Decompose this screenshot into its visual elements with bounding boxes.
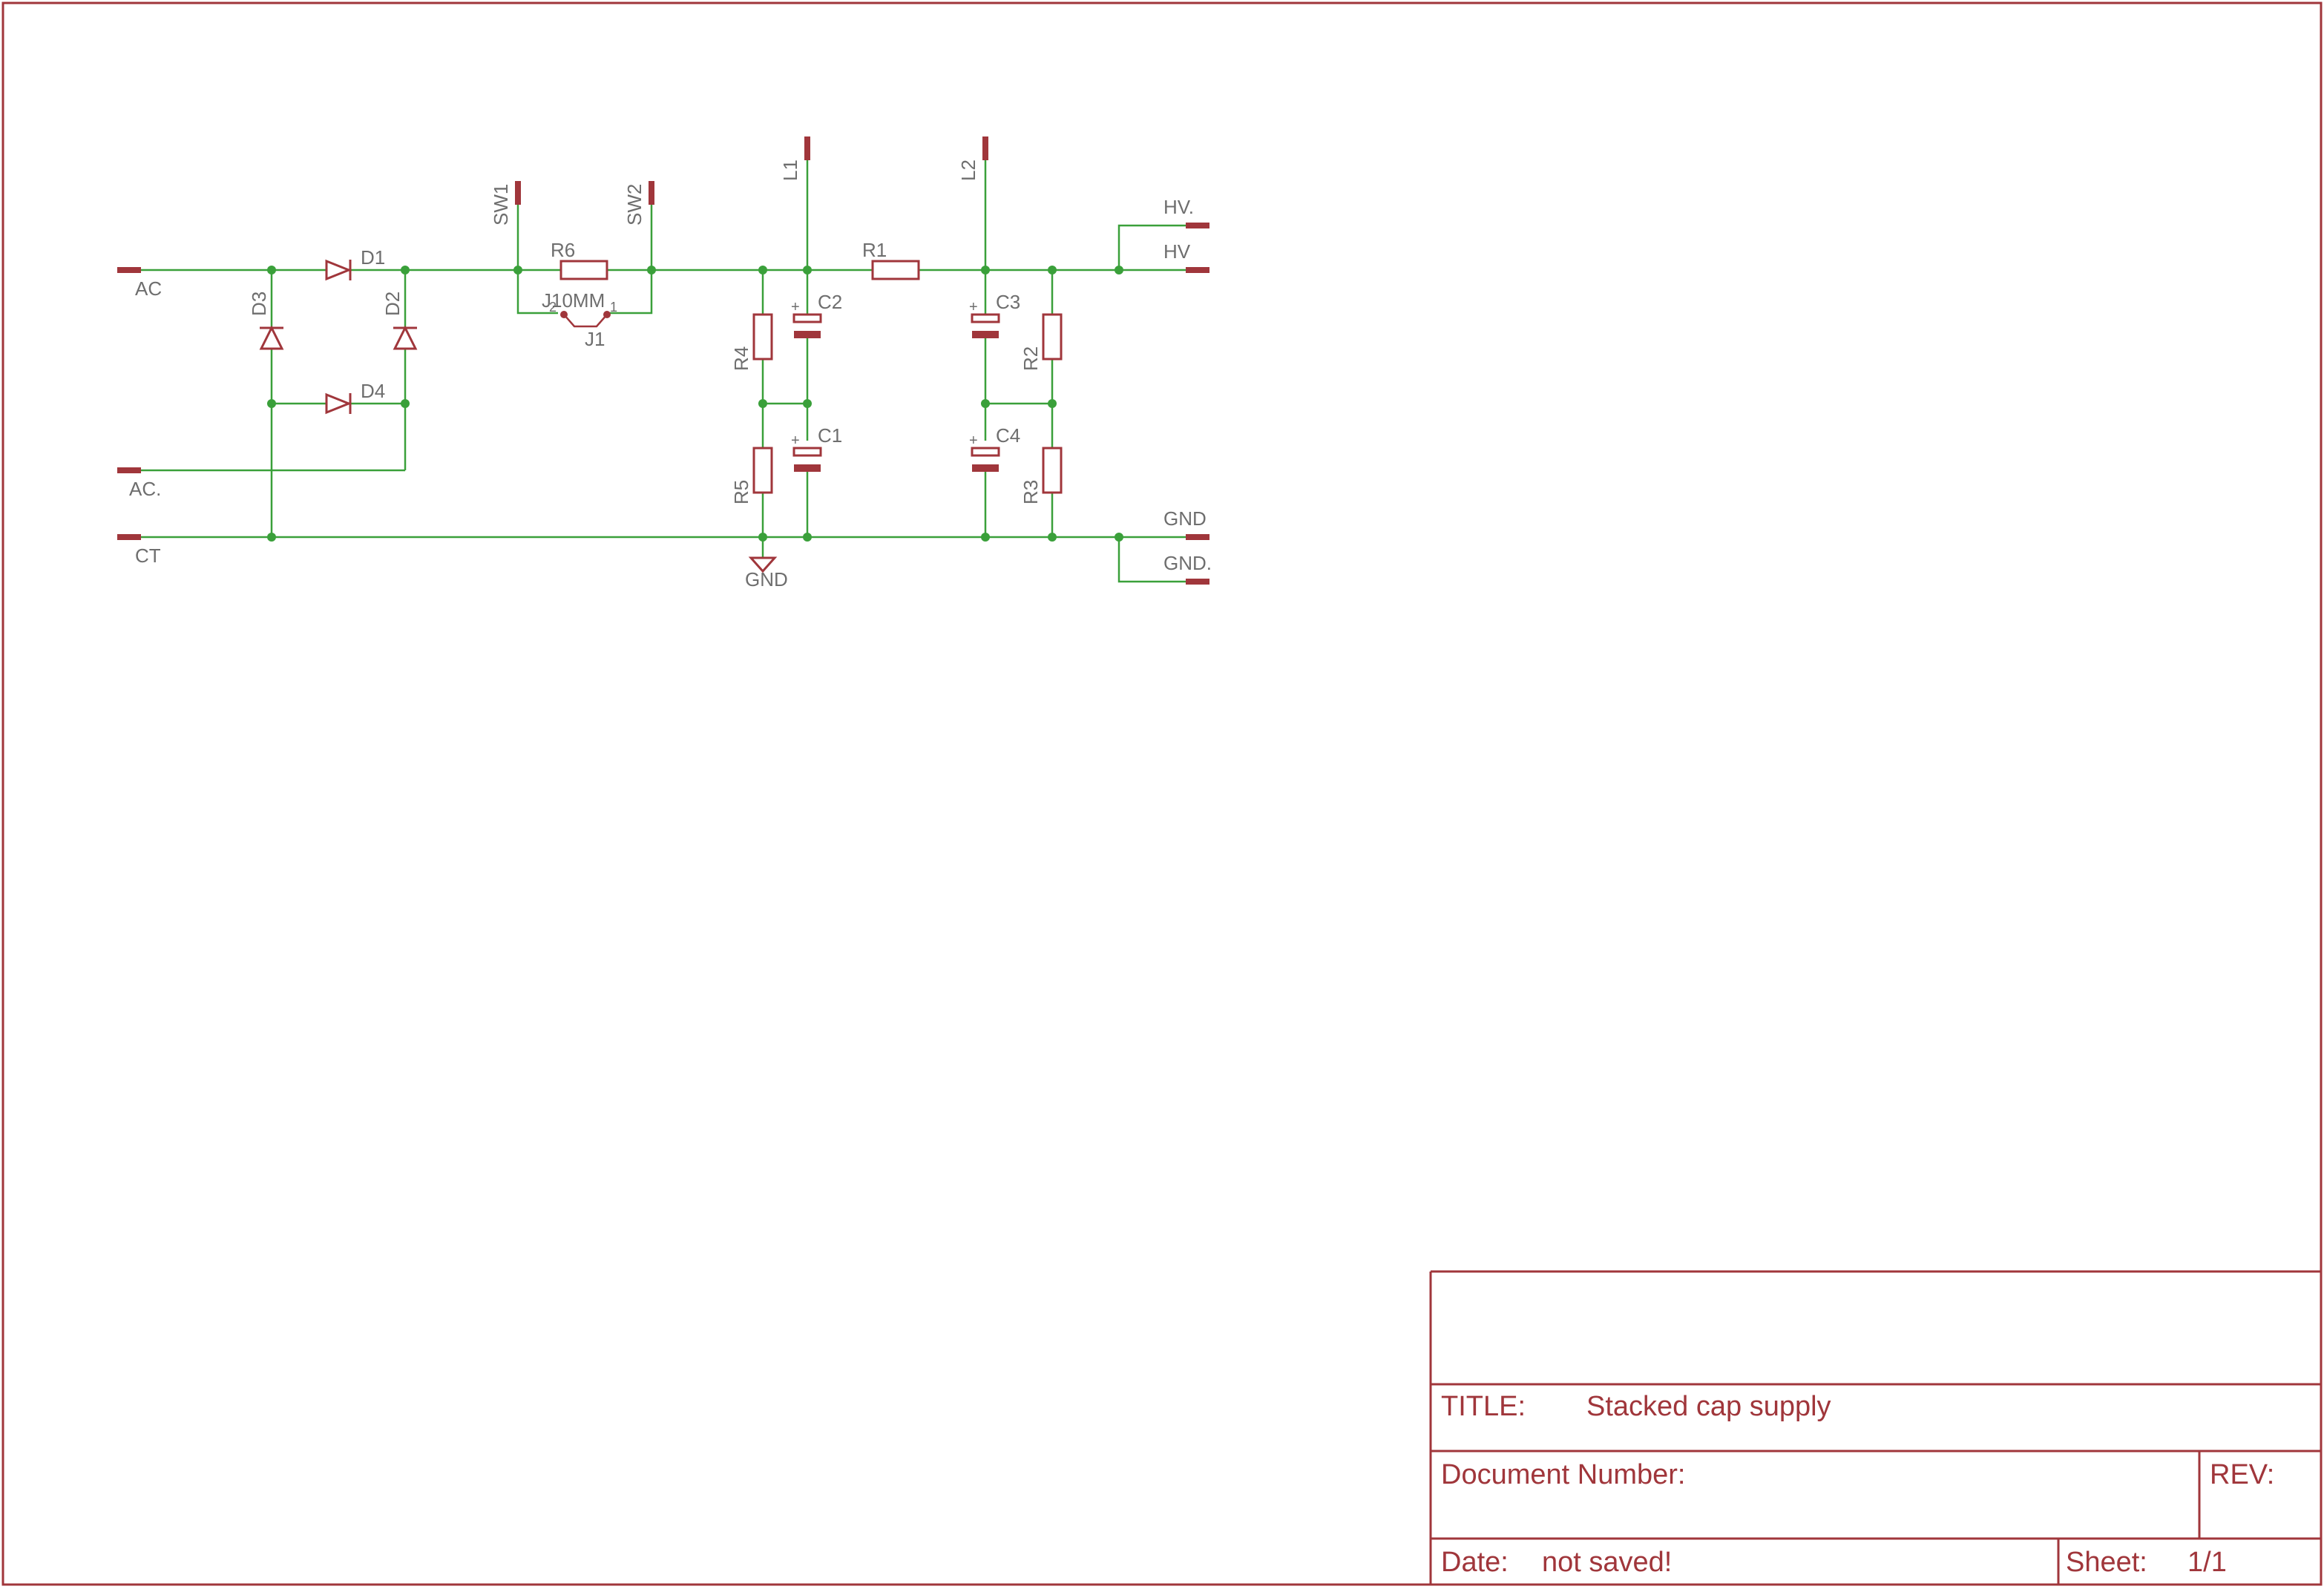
connector-sw1: SW1: [490, 181, 521, 226]
connector-gnd-out2: GND.: [1163, 552, 1212, 585]
capacitor-c1: + C1: [791, 424, 842, 472]
title-value: Stacked cap supply: [1586, 1391, 1831, 1422]
title-block: TITLE: Stacked cap supply Document Numbe…: [1429, 1270, 2321, 1585]
label-d4: D4: [361, 380, 385, 402]
connector-sw2: SW2: [623, 181, 654, 226]
capacitor-c3: + C3: [969, 291, 1020, 338]
resistor-r4: R4: [730, 313, 773, 371]
plus-c1: +: [791, 432, 800, 449]
label-r4: R4: [730, 346, 752, 371]
junctions: [267, 266, 1123, 542]
label-r2: R2: [1020, 346, 1042, 371]
diode-d3: D3: [248, 292, 284, 350]
label-c2: C2: [818, 291, 842, 313]
connector-ac: AC: [117, 267, 162, 300]
diode-d4: D4: [325, 380, 385, 415]
label-j1: J1: [585, 328, 605, 350]
resistor-r6: R6: [551, 239, 608, 280]
ground-symbol: GND: [745, 556, 788, 590]
label-l1: L1: [779, 159, 801, 181]
date-value: not saved!: [1542, 1547, 1672, 1578]
rev-label: REV:: [2210, 1459, 2274, 1490]
label-l2: L2: [957, 159, 979, 181]
label-c4: C4: [996, 424, 1020, 447]
label-j1-pin1: 1: [610, 300, 617, 315]
resistor-r3: R3: [1020, 447, 1063, 504]
document-number-label: Document Number:: [1441, 1459, 1685, 1490]
connector-l2: L2: [957, 136, 988, 181]
label-ct: CT: [135, 545, 161, 567]
label-ac2: AC.: [129, 478, 161, 500]
label-ac: AC: [135, 277, 162, 300]
label-gnd-symbol: GND: [745, 568, 788, 590]
label-j1-value: J10MM: [542, 289, 605, 312]
jumper-j1: J10MM 2 1 J1: [542, 289, 617, 350]
diode-d2: D2: [381, 292, 418, 350]
label-d3: D3: [248, 292, 270, 316]
resistor-r5: R5: [730, 447, 773, 504]
label-hv2: HV.: [1163, 196, 1194, 218]
connector-ac2: AC.: [117, 467, 161, 500]
plus-c3: +: [969, 299, 978, 315]
label-c3: C3: [996, 291, 1020, 313]
connector-hv2: HV.: [1163, 196, 1209, 228]
label-gnd-out: GND: [1163, 507, 1207, 530]
label-gnd-out2: GND.: [1163, 552, 1212, 574]
resistor-r1: R1: [862, 239, 920, 280]
label-r5: R5: [730, 480, 752, 504]
label-d1: D1: [361, 246, 385, 269]
label-hv: HV: [1163, 240, 1191, 263]
wires: [141, 154, 1165, 583]
label-j1-pin2: 2: [549, 300, 557, 315]
label-d2: D2: [381, 292, 404, 316]
capacitor-c4: + C4: [969, 424, 1020, 472]
diode-d1: D1: [325, 246, 385, 281]
label-r1: R1: [862, 239, 887, 261]
connector-l1: L1: [779, 136, 810, 181]
resistor-r2: R2: [1020, 313, 1063, 371]
sheet-label: Sheet:: [2066, 1547, 2147, 1578]
label-r6: R6: [551, 239, 575, 261]
label-c1: C1: [818, 424, 842, 447]
connector-ct: CT: [117, 534, 161, 567]
label-sw2: SW2: [623, 184, 646, 226]
plus-c2: +: [791, 299, 800, 315]
date-label: Date:: [1441, 1547, 1509, 1578]
label-r3: R3: [1020, 480, 1042, 504]
title-label: TITLE:: [1441, 1391, 1526, 1422]
plus-c4: +: [969, 432, 978, 449]
connector-gnd-out: GND: [1163, 507, 1209, 540]
connector-hv: HV: [1163, 240, 1209, 273]
label-sw1: SW1: [490, 184, 512, 226]
sheet-value: 1/1: [2187, 1547, 2227, 1578]
capacitor-c2: + C2: [791, 291, 842, 338]
